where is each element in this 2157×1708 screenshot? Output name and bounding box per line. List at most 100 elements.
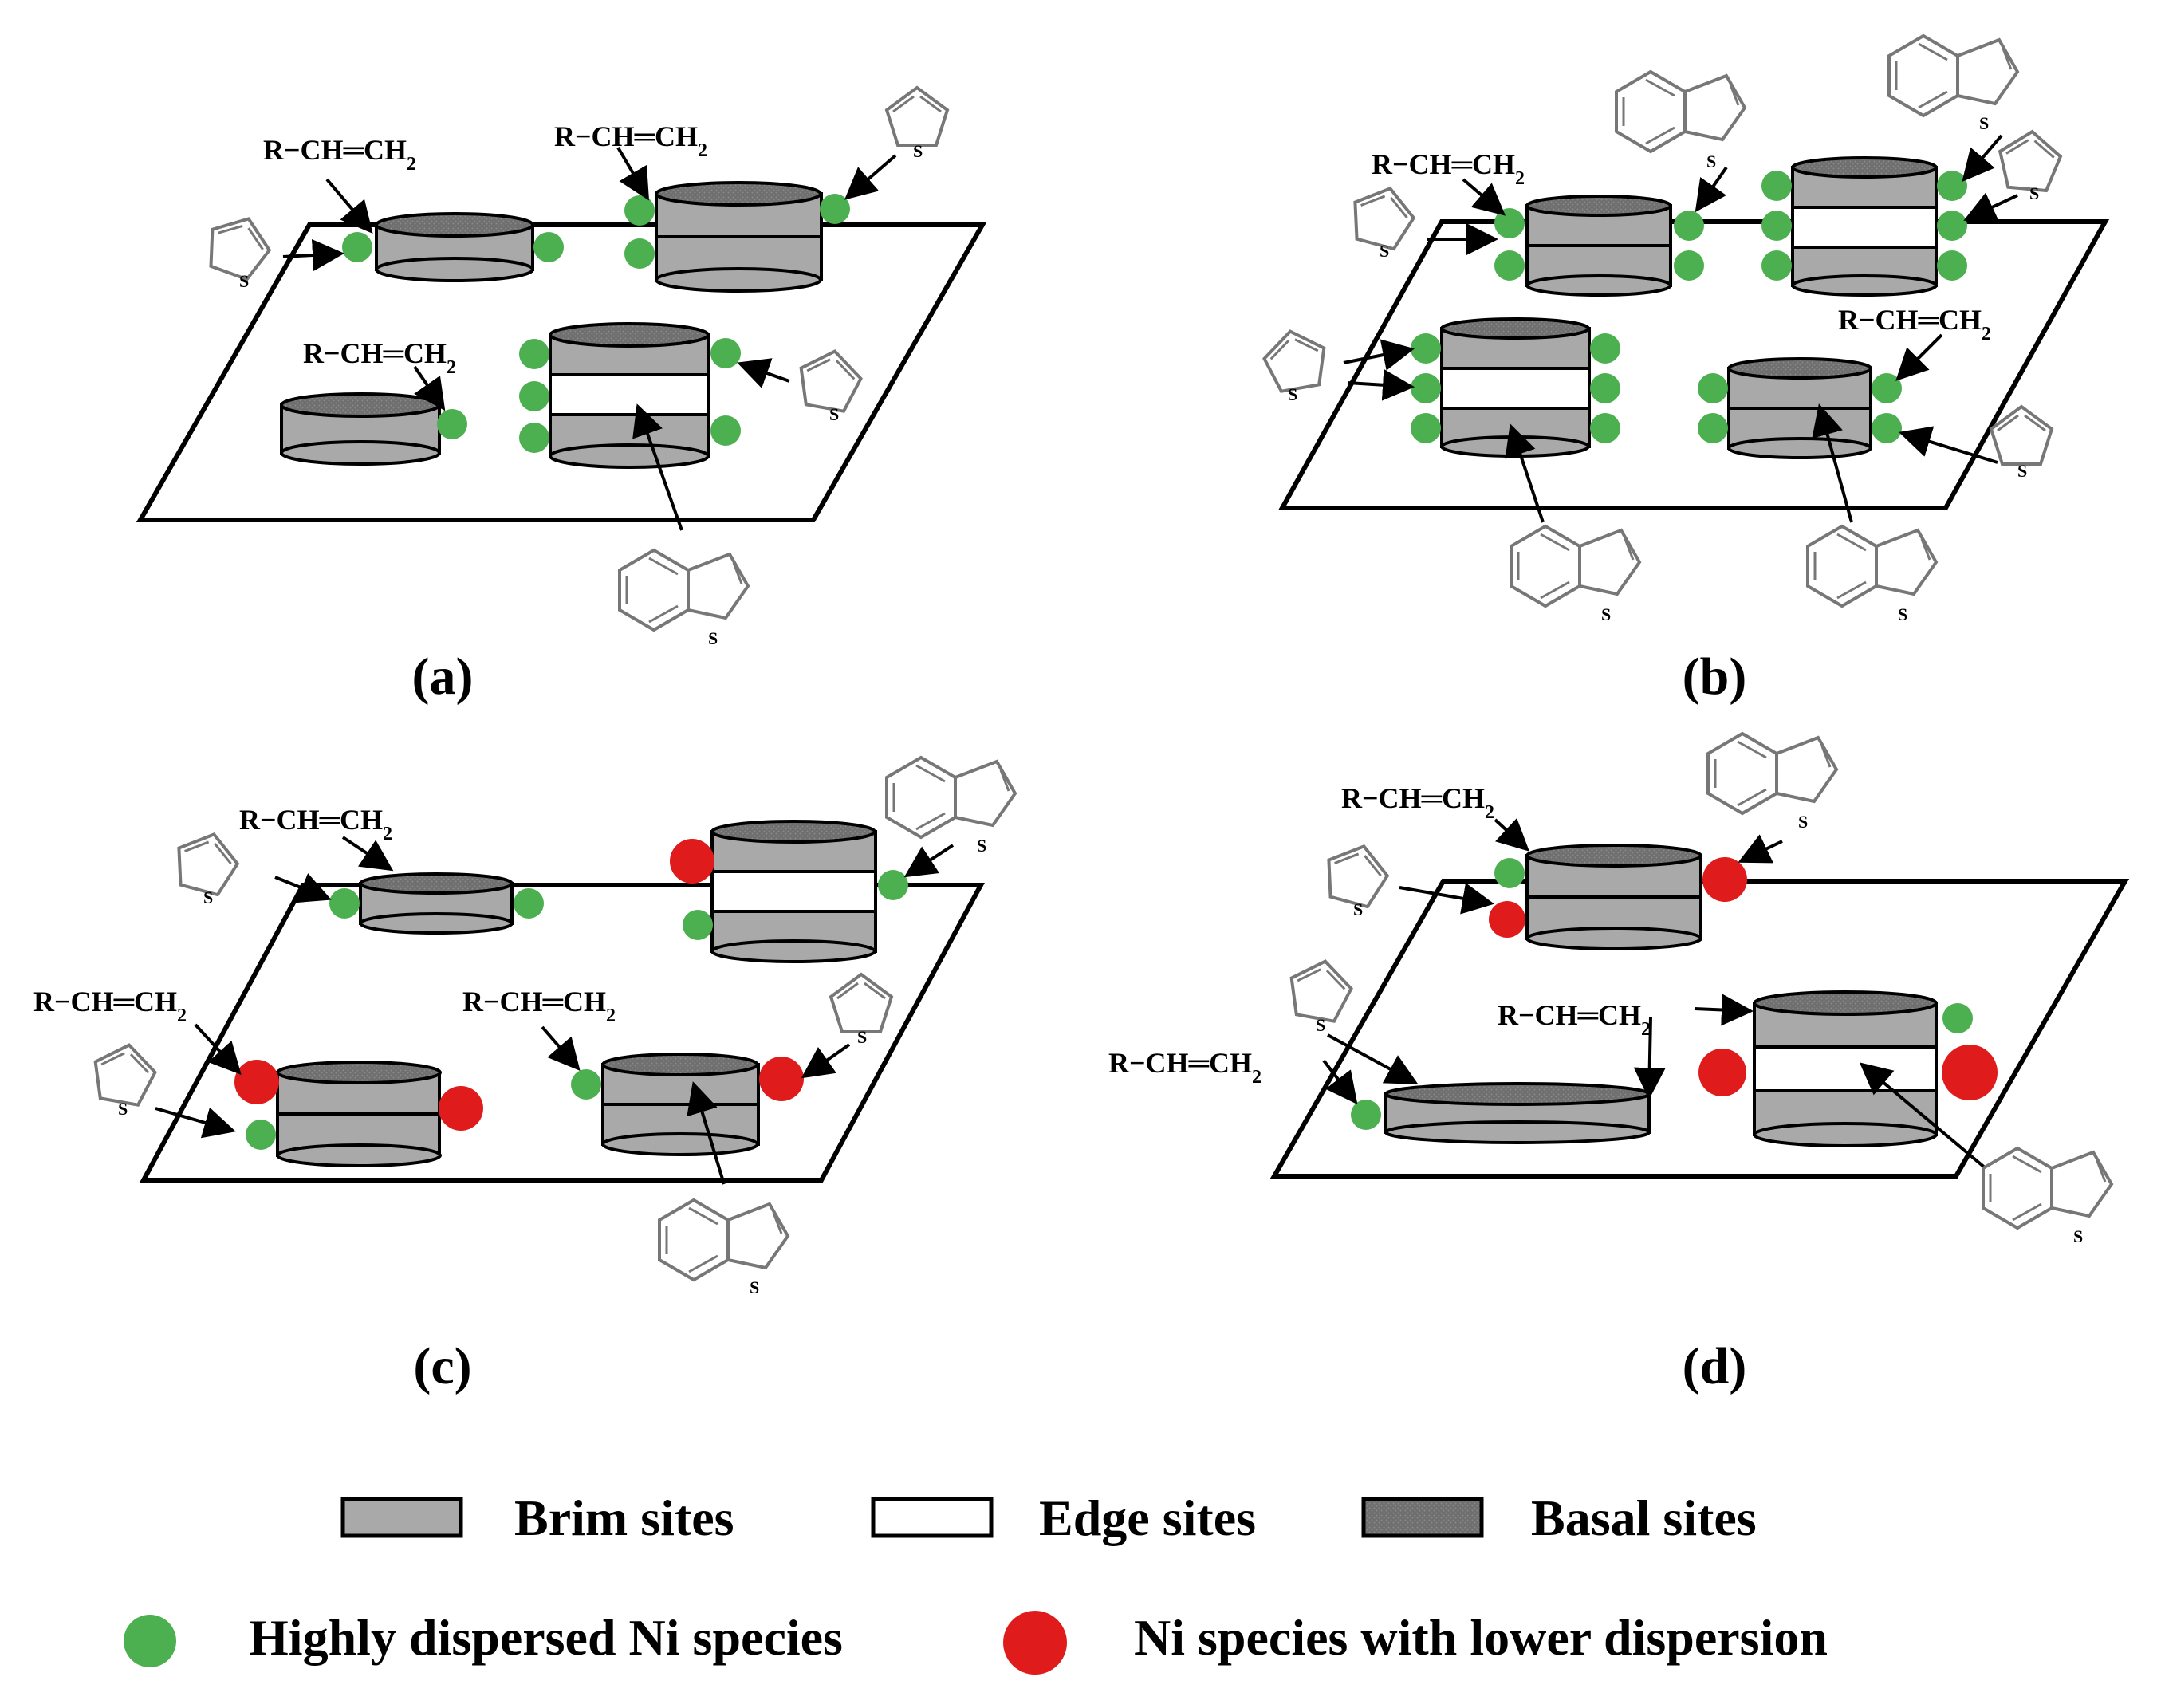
svg-text:R−CH═CH2: R−CH═CH2: [1838, 304, 1991, 344]
svg-text:R−CH═CH2: R−CH═CH2: [33, 986, 187, 1026]
arrows: [1322, 817, 1987, 1170]
mos2-slab-1layer-large: [1384, 1082, 1651, 1144]
legend: Brim sites Edge sites Basal sites Highly…: [124, 1490, 1828, 1675]
legend-dot-high-dispersion: [124, 1615, 176, 1667]
sulfur-atom: S: [2029, 183, 2039, 203]
panel-label-d: (d): [1683, 1337, 1747, 1395]
olefin-label: R−CH═CH: [1108, 1047, 1252, 1079]
ni-low-dispersion: [1489, 857, 1998, 1100]
thiophene-molecule: [1990, 405, 2053, 466]
arrows: [1343, 134, 2018, 523]
benzothiophene-molecule: [658, 1198, 789, 1281]
mos2-slab-3layer: [549, 322, 710, 469]
legend-label-basal: Basal sites: [1531, 1490, 1757, 1546]
benzothiophene-molecule: [618, 549, 750, 632]
olefin-label: R−CH═CH: [303, 337, 447, 369]
svg-text:R−CH═CH2: R−CH═CH2: [263, 134, 416, 175]
olefin-subscript: 2: [177, 1006, 187, 1026]
sulfur-atom: S: [2073, 1226, 2083, 1246]
sulfur-atom: S: [1706, 152, 1716, 171]
benzothiophene-molecule: [1510, 525, 1641, 608]
sulfur-atom: S: [857, 1027, 867, 1047]
mos2-slab-2layer: [276, 1061, 442, 1167]
thiophene-molecule: [885, 86, 949, 147]
olefin-subscript: 2: [698, 140, 707, 161]
mos2-slab-2layer: [1727, 357, 1872, 459]
mos2-slab-3layer: [1791, 156, 1938, 297]
legend-label-edge: Edge sites: [1039, 1490, 1256, 1546]
legend-label-high-dispersion: Highly dispersed Ni species: [249, 1609, 843, 1666]
mos2-slab-2layer: [601, 1053, 760, 1156]
panel-a: R−CH═CH2 R−CH═CH2 R−CH═CH2 S S S S (a): [136, 86, 987, 706]
support-plane: [1269, 879, 2130, 1179]
sulfur-atom: S: [1380, 241, 1389, 261]
olefin-subscript: 2: [1515, 168, 1525, 189]
mos2-slab-2layer: [1525, 844, 1702, 950]
olefin-subscript: 2: [606, 1006, 616, 1026]
panel-label-a: (a): [412, 647, 474, 706]
legend-dot-low-dispersion: [1003, 1611, 1067, 1675]
legend-label-low-dispersion: Ni species with lower dispersion: [1134, 1609, 1828, 1666]
sulfur-atom: S: [2017, 461, 2027, 481]
svg-text:R−CH═CH2: R−CH═CH2: [303, 337, 456, 378]
sulfur-atom: S: [1601, 604, 1611, 624]
olefin-label: R−CH═CH: [263, 134, 407, 166]
olefin-label: R−CH═CH: [462, 986, 606, 1017]
olefin-subscript: 2: [407, 154, 416, 175]
olefin-subscript: 2: [1485, 802, 1494, 823]
sulfur-atom: S: [203, 887, 213, 907]
thiophene-molecule: [1284, 954, 1357, 1025]
thiophene-molecule: [793, 344, 867, 415]
sulfur-atom: S: [239, 271, 249, 291]
sulfur-atom: S: [750, 1277, 759, 1297]
mos2-slab-1layer: [375, 212, 534, 282]
sulfur-atom: S: [1288, 384, 1297, 404]
legend-swatch-brim: [340, 1497, 463, 1538]
svg-text:R−CH═CH2: R−CH═CH2: [462, 986, 616, 1026]
benzothiophene-molecule: [1982, 1147, 2113, 1230]
legend-label-brim: Brim sites: [514, 1490, 734, 1546]
olefin-label: R−CH═CH: [554, 120, 698, 152]
sulfur-atom: S: [1316, 1015, 1325, 1035]
sulfur-atom: S: [913, 141, 923, 161]
svg-text:R−CH═CH2: R−CH═CH2: [1498, 999, 1651, 1040]
mos2-slab-2layer: [1525, 195, 1672, 297]
sulfur-atom: S: [829, 404, 839, 424]
svg-text:R−CH═CH2: R−CH═CH2: [1372, 148, 1525, 189]
svg-text:R−CH═CH2: R−CH═CH2: [1108, 1047, 1262, 1088]
benzothiophene-molecule: [1806, 525, 1938, 608]
panel-label-c: (c): [413, 1337, 471, 1395]
svg-text:R−CH═CH2: R−CH═CH2: [1341, 782, 1494, 823]
olefin-label: R−CH═CH: [33, 986, 177, 1017]
thiophene-molecule: [829, 973, 893, 1033]
panel-b: R−CH═CH2 R−CH═CH2 S S S S S S S S (b): [1258, 34, 2110, 706]
sulfur-atom: S: [708, 628, 718, 648]
svg-text:R−CH═CH2: R−CH═CH2: [554, 120, 707, 161]
sulfur-atom: S: [1979, 113, 1989, 133]
ni-highly-dispersed: [1411, 171, 1967, 443]
sulfur-atom: S: [118, 1099, 128, 1119]
support-plane: [1277, 219, 2110, 510]
ni-low-dispersion: [234, 839, 804, 1131]
olefin-subscript: 2: [447, 357, 456, 378]
sulfur-atom: S: [1353, 899, 1363, 919]
arrows: [282, 146, 897, 531]
thiophene-molecule: [1995, 127, 2065, 194]
olefin-subscript: 2: [1252, 1067, 1262, 1088]
olefin-label: R−CH═CH: [1498, 999, 1641, 1031]
support-plane: [136, 222, 987, 522]
support-plane: [139, 883, 986, 1183]
panel-c: R−CH═CH2 R−CH═CH2 R−CH═CH2 S S S S S (c): [33, 756, 1017, 1395]
benzothiophene-molecule: [885, 756, 1017, 839]
ni-highly-dispersed: [246, 870, 908, 1150]
panel-d: R−CH═CH2 R−CH═CH2 R−CH═CH2 S S S S (d): [1108, 732, 2130, 1395]
arrows: [155, 836, 955, 1185]
benzothiophene-molecule: [1706, 732, 1838, 815]
sulfur-atom: S: [1898, 604, 1907, 624]
thiophene-molecule: [88, 1038, 161, 1109]
ni-highly-dispersed: [342, 194, 850, 453]
olefin-subscript: 2: [1982, 324, 1991, 344]
legend-swatch-basal: [1361, 1497, 1484, 1538]
sulfur-atom: S: [1798, 812, 1808, 832]
